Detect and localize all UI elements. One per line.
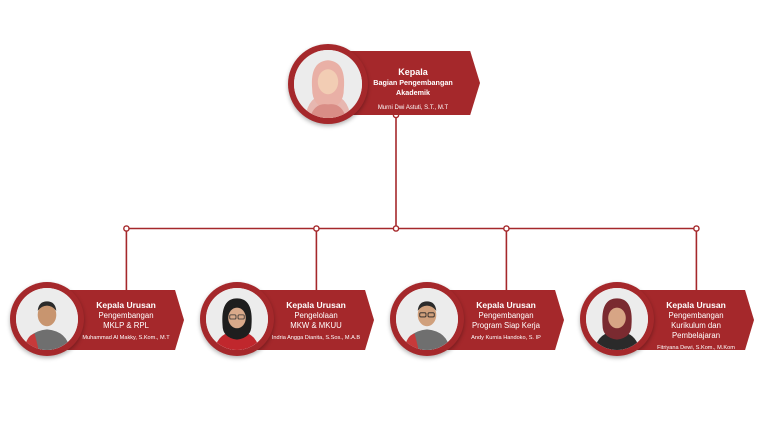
connector-dot [693,225,700,232]
connector-dot [503,225,510,232]
node-banner: Kepala Urusan Pengembangan Kurikulum dan… [626,290,754,350]
node-person-name: Muhammad Al Makky, S.Kom., M.T [82,335,170,341]
node-mkw: Kepala Urusan Pengelolaan MKW & MKUU Ind… [200,282,378,356]
connector-dot [123,225,130,232]
node-person-name: Andy Kurnia Handoko, S. IP [471,335,541,341]
node-unit-line: Pengelolaan [294,311,338,320]
avatar [10,282,84,356]
node-person-name: Murni Dwi Astuti, S.T., M.T [377,105,449,111]
node-unit-line: MKLP & RPL [103,321,149,330]
female-hijab-portrait-icon [586,288,648,350]
node-mklp: Kepala Urusan Pengembangan MKLP & RPL Mu… [10,282,188,356]
avatar [200,282,274,356]
avatar [390,282,464,356]
node-role: Kepala Urusan [666,300,726,310]
node-unit-line: Program Siap Kerja [471,321,541,330]
male-portrait-icon [16,288,78,350]
node-unit-line: Pengembangan [478,311,534,320]
node-role: Kepala Urusan [96,300,156,310]
node-role: Kepala [398,67,428,77]
node-kurikulum: Kepala Urusan Pengembangan Kurikulum dan… [580,282,758,356]
node-person-name: Indria Angga Dianita, S.Sos., M.A.B [271,335,361,341]
male-glasses-portrait-icon [396,288,458,350]
female-hijab-glasses-portrait-icon [206,288,268,350]
node-kepala: Kepala Bagian Pengembangan Akademik Murn… [288,44,488,124]
node-unit-line: Kurikulum dan Pembelajaran [671,321,721,340]
node-role: Kepala Urusan [476,300,536,310]
node-person-name: Fitriyana Dewi, S.Kom., M.Kom [657,345,735,351]
node-unit-line: Pengembangan [98,311,154,320]
node-unit-line: MKW & MKUU [290,321,342,330]
node-psk: Kepala Urusan Pengembangan Program Siap … [390,282,568,356]
connector-dot [313,225,320,232]
node-unit-line: Pengembangan [668,311,724,320]
connector-dot [392,225,400,232]
avatar [288,44,368,124]
node-unit-line: Bagian Pengembangan Akademik [373,78,453,97]
node-role: Kepala Urusan [286,300,346,310]
avatar [580,282,654,356]
female-hijab-portrait-icon [294,50,362,118]
